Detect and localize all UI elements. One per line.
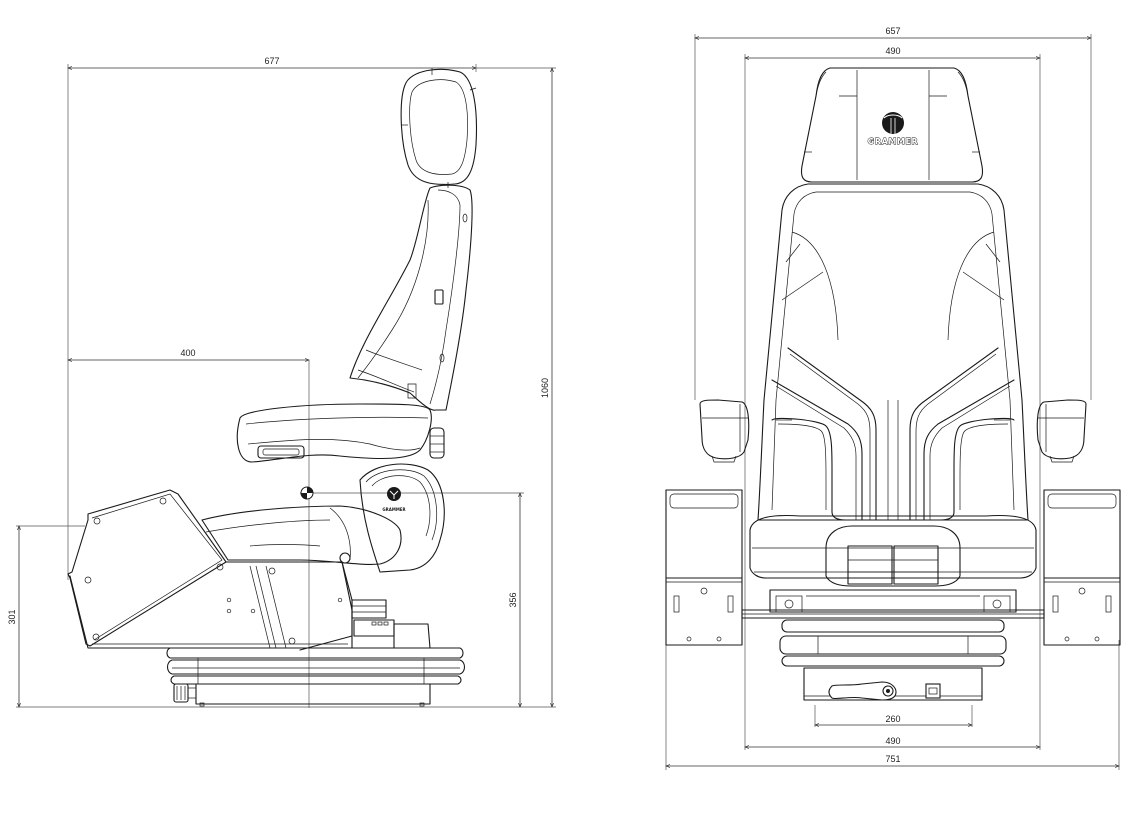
h-point-marker	[300, 486, 314, 500]
dimension-490-top: 490	[745, 46, 1040, 750]
seat-cushion-front	[749, 514, 1037, 587]
base-side	[166, 647, 466, 707]
dim-overall-width-bottom: 751	[885, 754, 900, 764]
dimension-657: 657	[695, 26, 1091, 400]
weight-indicator	[925, 683, 941, 699]
suspension-mechanism-side	[351, 599, 431, 649]
dimension-751: 751	[666, 640, 1119, 770]
seat-pan-side	[201, 505, 402, 565]
dim-backrest-width: 490	[885, 46, 900, 56]
suspension-cover-side: GRAMMER	[359, 463, 445, 573]
dimension-301: 301	[7, 526, 85, 707]
console-screws	[84, 497, 343, 645]
headrest-front: GRAMMER	[800, 67, 984, 183]
brand-logo-text: GRAMMER	[868, 137, 919, 146]
backrest-front	[757, 183, 1029, 521]
dim-overall-depth: 677	[264, 56, 279, 66]
armrest-left-front	[699, 399, 750, 463]
dim-seat-width-bottom: 490	[885, 736, 900, 746]
front-view: 657 490 260 490 751	[665, 26, 1121, 770]
rails-front	[741, 589, 1045, 619]
recline-knob	[429, 427, 445, 459]
headrest-side	[400, 68, 477, 188]
dimension-1060: 1060	[16, 68, 556, 707]
side-view: 677 400 1060 301 356	[7, 56, 556, 708]
dimension-260: 260	[815, 705, 972, 727]
backrest-stitching	[771, 347, 1015, 521]
armrest-right-front	[1036, 399, 1087, 463]
dimension-356: 356	[300, 493, 524, 707]
console-side	[67, 489, 353, 651]
backrest-side	[349, 184, 473, 411]
dimension-677: 677	[68, 56, 476, 580]
dim-console-height: 301	[7, 609, 17, 624]
dim-suspension-height: 356	[508, 592, 518, 607]
grammer-logo: GRAMMER	[867, 112, 919, 146]
console-right-front	[1043, 489, 1121, 646]
dim-overall-height: 1060	[540, 378, 550, 398]
seat-cushion-side	[236, 383, 432, 463]
dim-base-mount-width: 260	[885, 714, 900, 724]
dimension-490-bottom: 490	[745, 736, 1040, 747]
dim-seat-reference-depth: 400	[180, 348, 195, 358]
console-left-front	[665, 489, 743, 646]
dim-overall-width-top: 657	[885, 26, 900, 36]
adjustment-lever[interactable]	[828, 681, 897, 701]
brand-mark-small: GRAMMER	[382, 507, 405, 512]
dimension-400: 400	[68, 348, 309, 708]
